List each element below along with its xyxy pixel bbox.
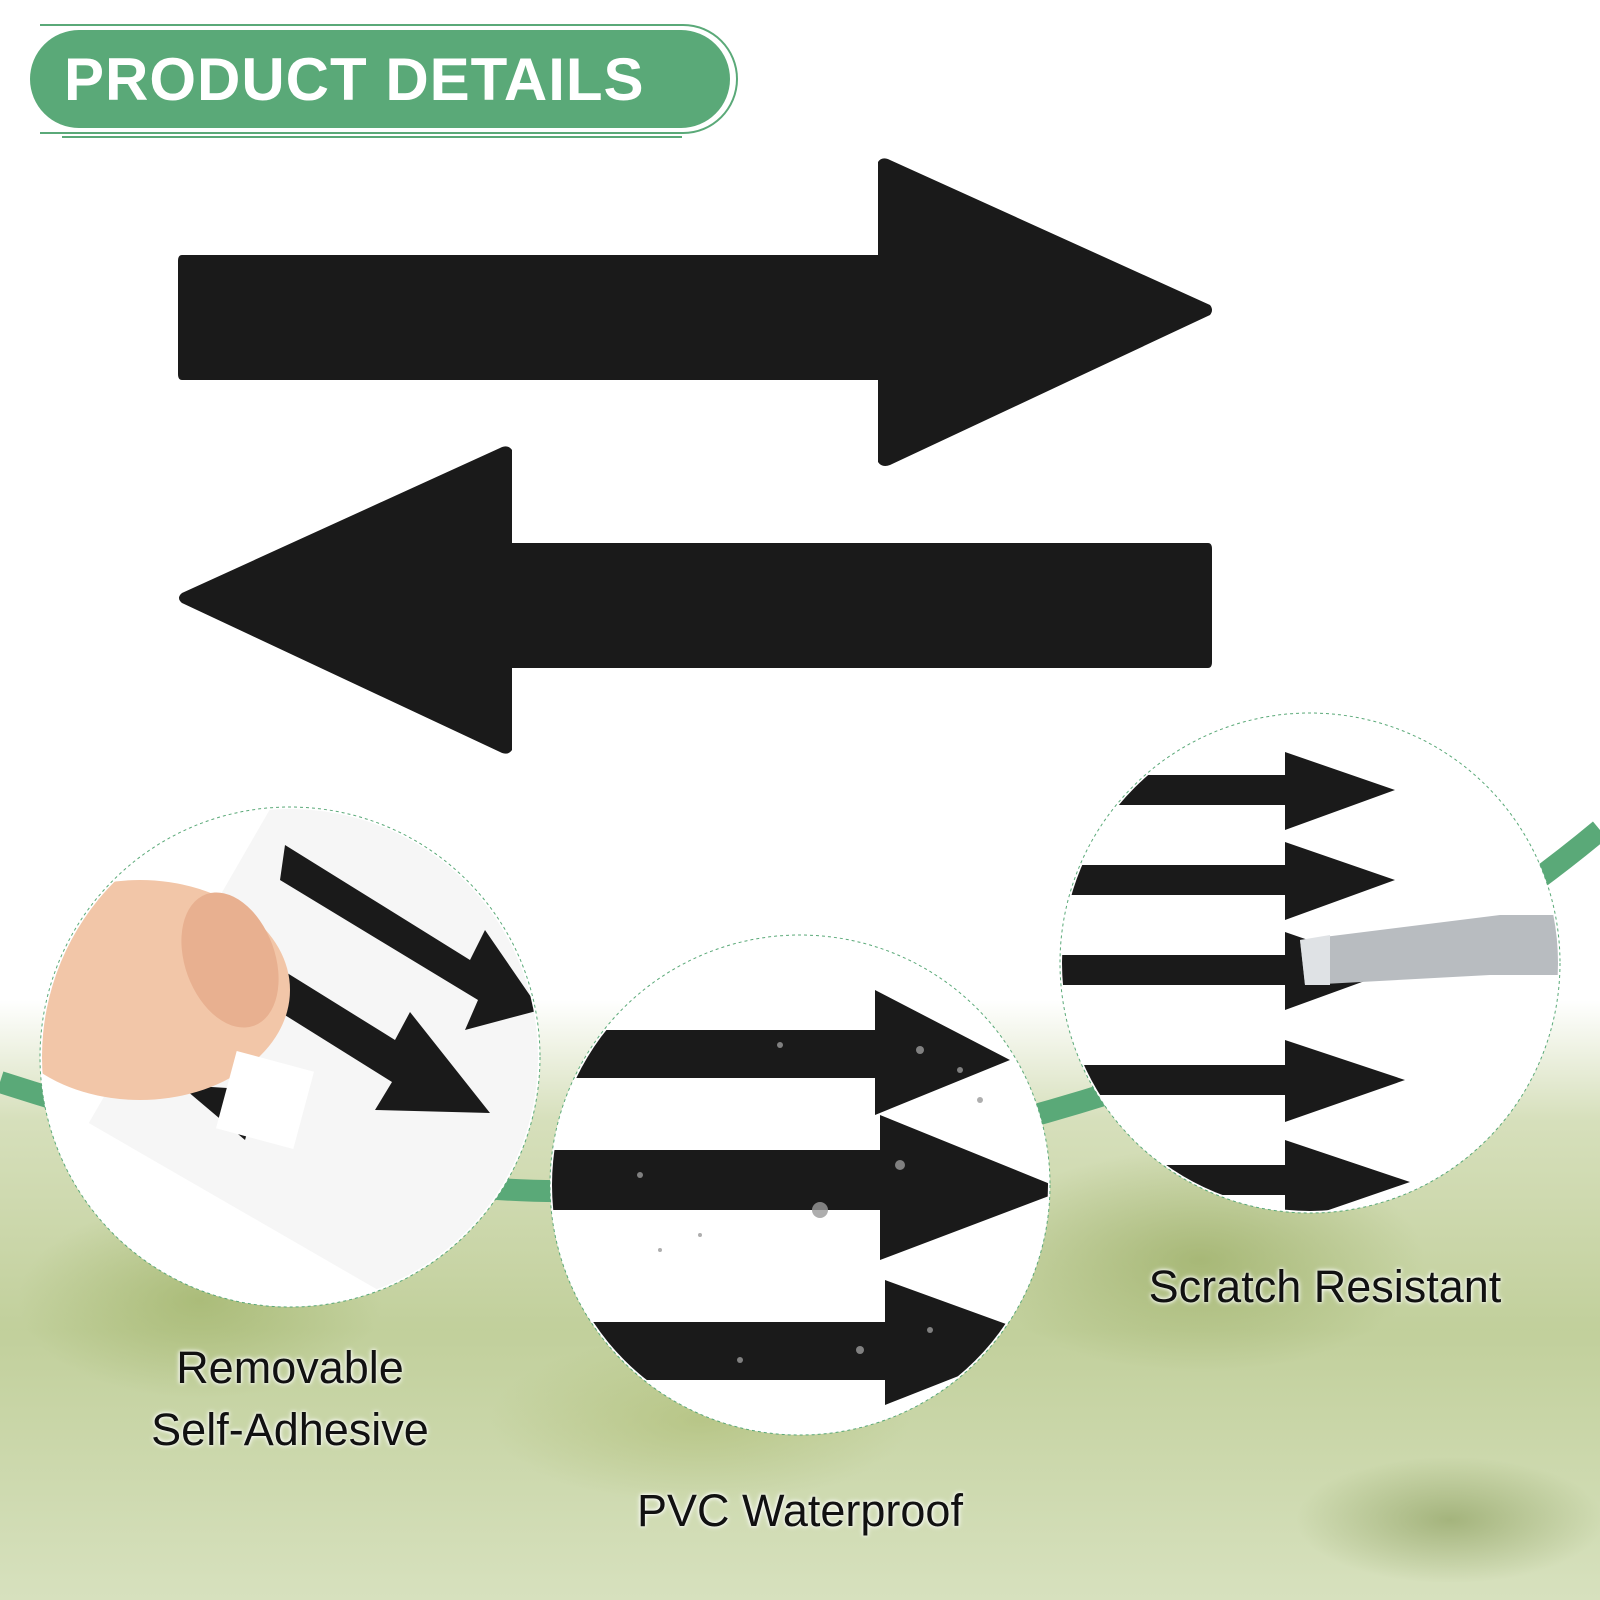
header-underline bbox=[62, 136, 682, 138]
feature-caption-line2: Self-Adhesive bbox=[151, 1404, 429, 1455]
header-outline bbox=[40, 24, 738, 134]
header-badge: PRODUCT DETAILS bbox=[30, 30, 730, 128]
arrow-right-icon bbox=[178, 158, 1212, 466]
arrow-left-icon bbox=[179, 446, 1212, 754]
feature-caption-scratch: Scratch Resistant bbox=[1148, 1261, 1502, 1312]
feature-caption-removable: Removable Self-Adhesive bbox=[90, 1337, 490, 1461]
feature-caption-waterproof: PVC Waterproof bbox=[637, 1485, 963, 1536]
feature-circle-removable bbox=[39, 806, 541, 1308]
feature-circle-waterproof bbox=[549, 934, 1051, 1436]
feature-circle-scratch bbox=[1059, 712, 1561, 1214]
feature-caption-line1: Removable bbox=[176, 1342, 404, 1393]
page-title: PRODUCT DETAILS bbox=[64, 45, 645, 113]
